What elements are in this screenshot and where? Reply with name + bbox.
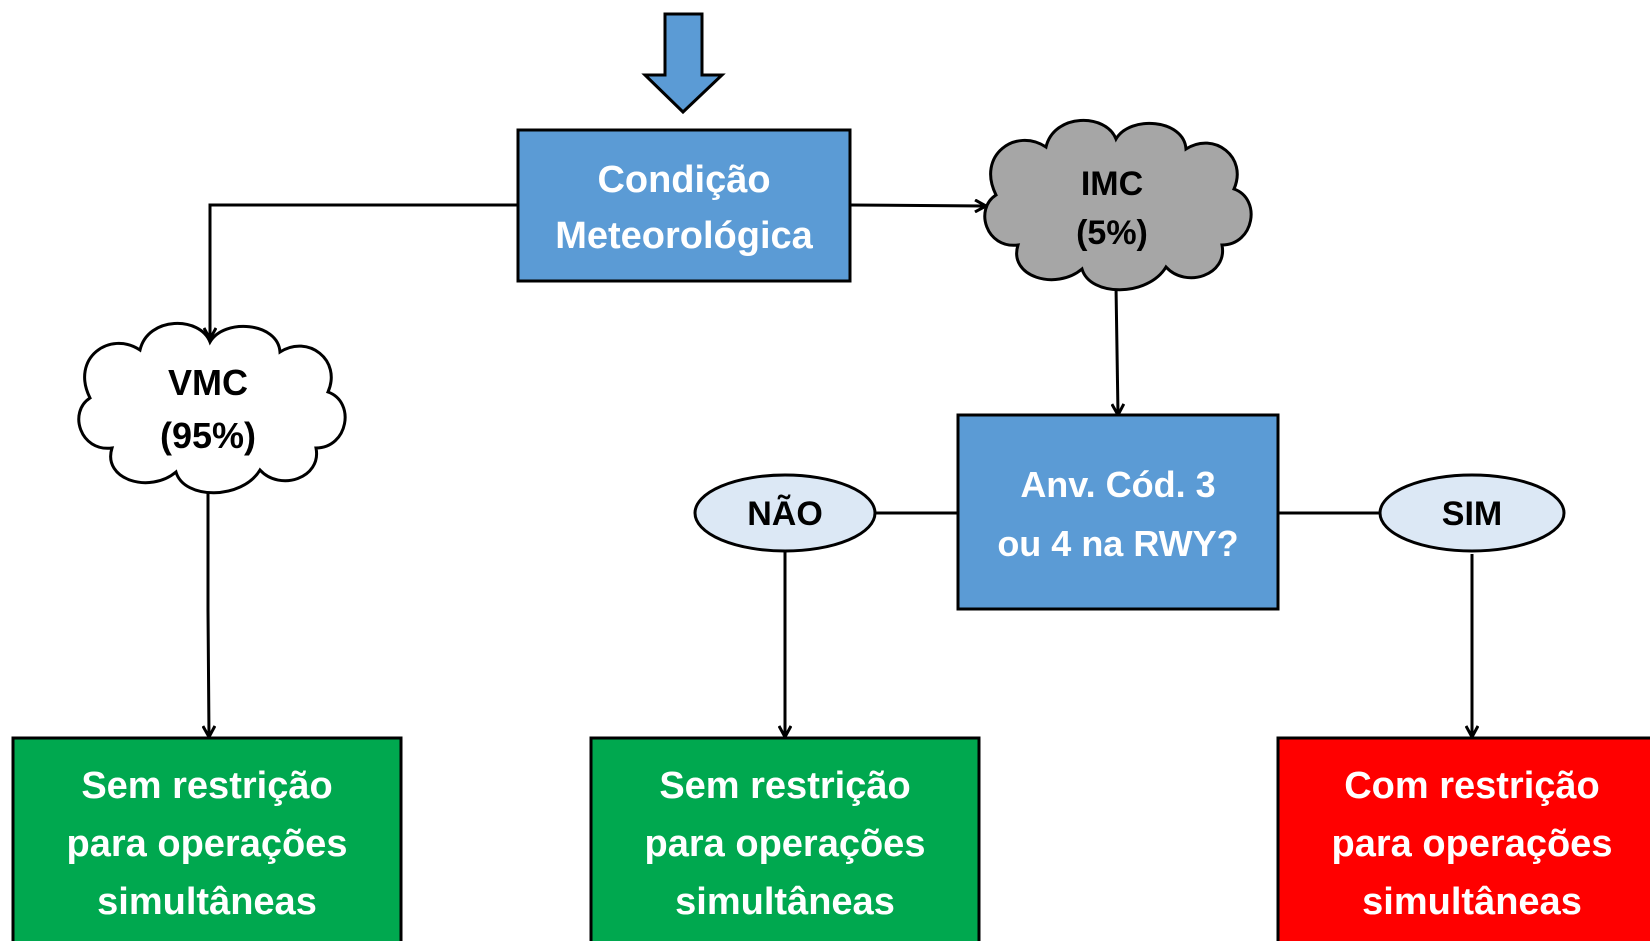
no-ellipse: [693, 473, 877, 553]
connector-vmc-to-outcome-left: [208, 486, 209, 736]
no-label: NÃO: [747, 495, 823, 533]
connector-main-to-imc: [849, 205, 985, 206]
outcome-right-line3: simultâneas: [1362, 881, 1582, 923]
outcome-middle-line3: simultâneas: [675, 881, 895, 923]
outcome-left-line2: para operações: [67, 823, 348, 865]
outcome-right-line2: para operações: [1332, 823, 1613, 865]
outcome-left-box: [11, 736, 403, 941]
outcome-middle-line2: para operações: [645, 823, 926, 865]
decision-box: [956, 413, 1280, 611]
connector-main-to-vmc: [210, 203, 518, 338]
decision-line2: ou 4 na RWY?: [997, 523, 1238, 564]
yes-ellipse: [1378, 473, 1566, 553]
imc-line1: IMC: [1081, 165, 1143, 203]
decision-line1: Anv. Cód. 3: [1020, 464, 1215, 505]
imc-cloud-icon: [983, 118, 1253, 292]
outcome-right-box: [1276, 736, 1650, 941]
vmc-line2: (95%): [160, 415, 256, 456]
outcome-right-line1: Com restrição: [1344, 765, 1600, 807]
outcome-middle-line1: Sem restrição: [659, 765, 910, 807]
imc-line2: (5%): [1076, 214, 1148, 252]
outcome-left-line3: simultâneas: [97, 881, 317, 923]
main-condition-line2: Meteorológica: [555, 215, 813, 257]
connector-imc-to-decision: [1116, 285, 1118, 414]
vmc-line1: VMC: [168, 362, 248, 403]
entry-arrow: [641, 12, 726, 115]
main-condition-line1: Condição: [597, 159, 770, 201]
outcome-middle-box: [589, 736, 981, 941]
main-condition-box: [516, 128, 852, 283]
outcome-left-line1: Sem restrição: [81, 765, 332, 807]
yes-label: SIM: [1442, 495, 1502, 533]
vmc-cloud-icon: [77, 321, 347, 495]
